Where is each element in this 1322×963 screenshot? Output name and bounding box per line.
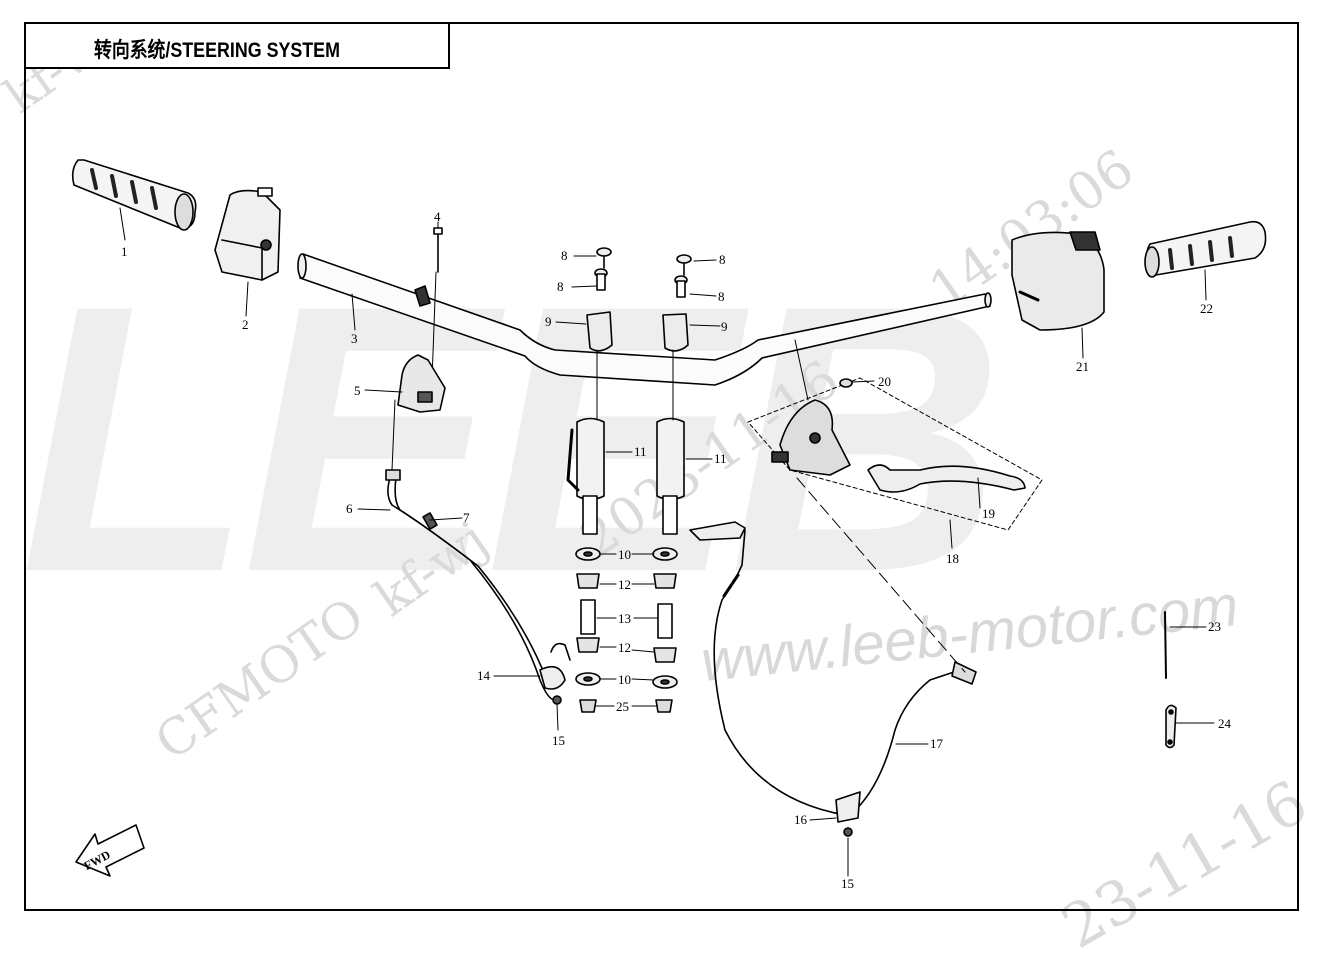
steering-system-diagram: LEEB www.leeb-motor.com 14:03:06 2023-11… bbox=[0, 11, 1319, 962]
callout-8d: 8 bbox=[718, 289, 725, 304]
title-box bbox=[24, 22, 450, 69]
callout-8c: 8 bbox=[719, 252, 726, 267]
handlebar bbox=[297, 253, 992, 386]
callout-10a: 10 bbox=[618, 547, 631, 562]
callout-23: 23 bbox=[1208, 619, 1221, 634]
callout-12a: 12 bbox=[618, 577, 631, 592]
callout-16: 16 bbox=[794, 812, 808, 827]
callout-20: 20 bbox=[878, 374, 891, 389]
callout-15b: 15 bbox=[841, 876, 854, 891]
clutch-lever-19 bbox=[867, 464, 1026, 493]
right-switch-housing bbox=[1011, 231, 1105, 331]
clutch-lever-bracket bbox=[771, 399, 851, 476]
watermark-brand: LEEB bbox=[20, 226, 1003, 651]
callout-11b: 11 bbox=[714, 451, 727, 466]
clutch-cable bbox=[385, 469, 556, 701]
callout-11a: 11 bbox=[634, 444, 647, 459]
right-grip bbox=[1144, 220, 1267, 278]
page-title: 转向系统/STEERING SYSTEM bbox=[94, 39, 340, 62]
callout-9a: 9 bbox=[545, 314, 552, 329]
callout-7: 7 bbox=[463, 510, 470, 525]
fwd-arrow-icon bbox=[75, 824, 145, 877]
callout-15a: 15 bbox=[552, 733, 565, 748]
callout-24: 24 bbox=[1218, 716, 1232, 731]
callout-6: 6 bbox=[346, 501, 353, 516]
risers-11 bbox=[566, 417, 685, 535]
callout-2: 2 bbox=[242, 317, 249, 332]
callout-13: 13 bbox=[618, 611, 631, 626]
cable-tie-23 bbox=[1164, 611, 1167, 679]
callout-19: 19 bbox=[982, 506, 995, 521]
cap-20 bbox=[839, 378, 853, 388]
callout-8b: 8 bbox=[557, 279, 564, 294]
parts-drawing: 1 2 3 4 5 6 7 8 8 8 8 9 9 10 10 11 11 12… bbox=[71, 159, 1267, 891]
callout-1: 1 bbox=[121, 244, 128, 259]
upper-clamps-9 bbox=[586, 311, 689, 352]
left-grip bbox=[71, 159, 197, 231]
callout-8a: 8 bbox=[561, 248, 568, 263]
drawing-frame bbox=[24, 22, 1299, 911]
callout-4: 4 bbox=[434, 209, 441, 224]
left-switch-housing bbox=[214, 187, 281, 281]
callout-17: 17 bbox=[930, 736, 944, 751]
callout-10c: 10 bbox=[618, 672, 631, 687]
screw-4 bbox=[433, 227, 443, 273]
cable-clip-14 bbox=[539, 642, 571, 705]
bolts-8 bbox=[594, 247, 692, 298]
clutch-clamp bbox=[397, 354, 446, 413]
callout-25: 25 bbox=[616, 699, 629, 714]
mount-hardware bbox=[575, 547, 678, 713]
callout-9b: 9 bbox=[721, 319, 728, 334]
callout-22: 22 bbox=[1200, 301, 1213, 316]
wire-harness-17 bbox=[689, 521, 977, 837]
callout-21: 21 bbox=[1076, 359, 1089, 374]
callout-5: 5 bbox=[354, 383, 361, 398]
callout-3: 3 bbox=[351, 331, 358, 346]
clip-24 bbox=[1165, 704, 1177, 749]
callout-18: 18 bbox=[946, 551, 959, 566]
callout-12c: 12 bbox=[618, 640, 631, 655]
callout-14: 14 bbox=[477, 668, 491, 683]
